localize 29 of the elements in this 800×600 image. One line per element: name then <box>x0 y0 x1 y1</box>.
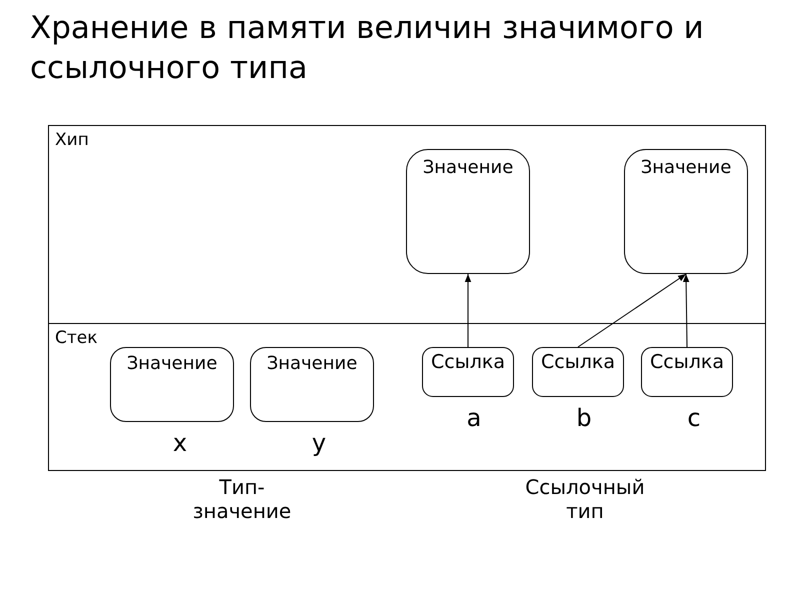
variable-name: x <box>172 429 188 457</box>
region-label: Хип <box>55 130 89 150</box>
box-label: Ссылка <box>540 351 616 373</box>
arrow <box>578 274 686 348</box>
caption-text: Ссылочный тип <box>524 475 646 523</box>
caption-text: Тип- значение <box>192 475 292 523</box>
value-box <box>250 347 374 422</box>
value-box <box>110 347 234 422</box>
variable-name: a <box>466 404 482 432</box>
arrow <box>464 274 472 348</box>
box-label: Значение <box>126 353 218 375</box>
memory-region-panel <box>48 125 766 324</box>
value-box <box>422 347 514 397</box>
box-label: Значение <box>422 157 514 179</box>
box-label: Ссылка <box>649 351 725 373</box>
variable-name: b <box>576 404 592 432</box>
region-label: Стек <box>55 328 98 348</box>
box-label: Ссылка <box>430 351 506 373</box>
variable-name: y <box>312 429 326 457</box>
box-label: Значение <box>640 157 732 179</box>
box-label: Значение <box>266 353 358 375</box>
arrow <box>682 274 690 348</box>
value-box <box>532 347 624 397</box>
diagram-title: Хранение в памяти величин значимого и ссылочного типа <box>30 9 705 88</box>
value-box <box>641 347 733 397</box>
value-box <box>624 149 748 274</box>
value-box <box>406 149 530 274</box>
memory-region-panel <box>48 323 766 471</box>
variable-name: c <box>687 404 701 432</box>
